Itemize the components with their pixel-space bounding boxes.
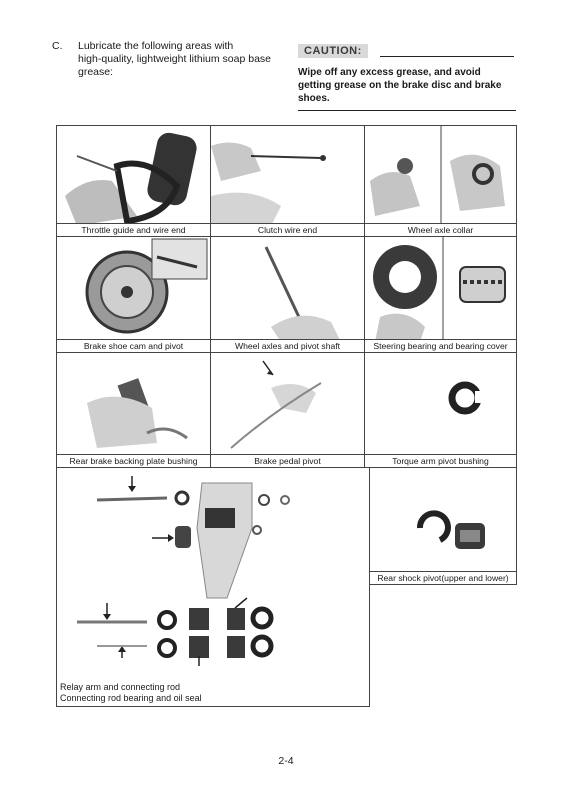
brake-pedal-illustration — [230, 360, 322, 449]
caption-rear-brake: Rear brake backing plate bushing — [57, 454, 210, 467]
caption-wheel-axles: Wheel axles and pivot shaft — [211, 339, 364, 352]
photo-torque-arm: Torque arm pivot bushing — [364, 352, 517, 468]
caption-relay-line-2: Connecting rod bearing and oil seal — [60, 693, 202, 703]
caution-line-2: getting grease on the brake disc and bra… — [298, 80, 502, 91]
photo-steering-bearing: Steering bearing and bearing cover — [364, 236, 517, 353]
photo-brake-pedal-pivot: Brake pedal pivot — [210, 352, 365, 468]
caption-throttle: Throttle guide and wire end — [57, 223, 210, 236]
caption-brake-pedal: Brake pedal pivot — [211, 454, 364, 467]
instruction-line-2: high-quality, lightweight lithium soap b… — [78, 53, 271, 65]
steering-bearing-illustration — [373, 237, 506, 342]
rear-shock-illustration — [417, 510, 485, 549]
wheel-collar-illustration — [370, 126, 505, 226]
caution-line-1: Wipe off any excess grease, and avoid — [298, 67, 481, 78]
caution-text: Wipe off any excess grease, and avoid ge… — [298, 66, 520, 105]
caution-rule — [380, 56, 514, 57]
relay-arm-exploded-illustration — [77, 476, 290, 666]
caption-relay-line-1: Relay arm and connecting rod — [60, 682, 181, 692]
photo-rear-brake-bushing: Rear brake backing plate bushing — [56, 352, 211, 468]
caption-steering: Steering bearing and bearing cover — [365, 339, 516, 352]
caution-line-3: shoes. — [298, 93, 330, 104]
photo-clutch-wire: Clutch wire end — [210, 125, 365, 237]
caption-torque-arm: Torque arm pivot bushing — [365, 454, 516, 467]
instruction-line-1: Lubricate the following areas with — [78, 40, 234, 52]
caption-clutch: Clutch wire end — [211, 223, 364, 236]
clutch-illustration — [211, 142, 326, 226]
photo-rear-shock-pivot: Rear shock pivot(upper and lower) — [369, 467, 517, 585]
instruction-line-3: grease: — [78, 66, 114, 78]
rear-brake-illustration — [87, 378, 188, 448]
throttle-illustration — [65, 132, 197, 226]
photo-relay-arm-assembly: Relay arm and connecting rod Connecting … — [56, 467, 370, 707]
caption-wheel-collar: Wheel axle collar — [365, 223, 516, 236]
caption-relay-arm: Relay arm and connecting rod Connecting … — [60, 682, 202, 704]
photo-wheel-axles: Wheel axles and pivot shaft — [210, 236, 365, 353]
photo-wheel-axle-collar: Wheel axle collar — [364, 125, 517, 237]
step-letter: C. — [52, 40, 63, 52]
caution-label: CAUTION: — [298, 44, 368, 58]
wheel-axles-illustration — [264, 246, 341, 342]
caution-bottom-rule — [298, 110, 516, 111]
photo-brake-shoe: Brake shoe cam and pivot — [56, 236, 211, 353]
torque-arm-illustration — [448, 381, 483, 415]
caption-brake-shoe: Brake shoe cam and pivot — [57, 339, 210, 352]
caption-rear-shock: Rear shock pivot(upper and lower) — [370, 571, 516, 584]
brake-shoe-illustration — [85, 238, 208, 334]
page-number: 2-4 — [278, 755, 294, 767]
photo-throttle-guide: Throttle guide and wire end — [56, 125, 211, 237]
